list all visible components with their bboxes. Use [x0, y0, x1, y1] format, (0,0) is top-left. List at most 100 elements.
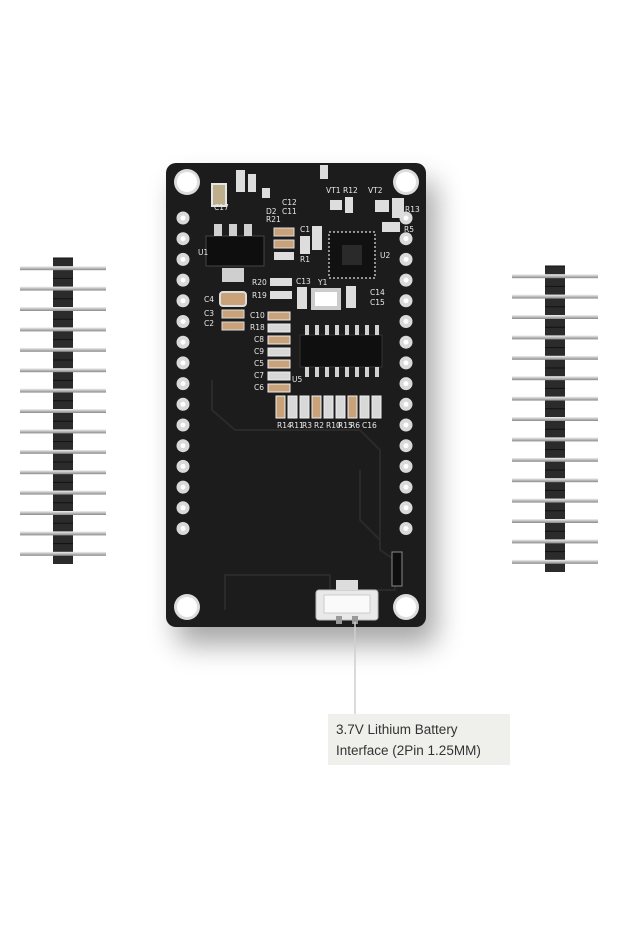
- smd-resistor: [371, 395, 382, 419]
- silkscreen-label: C2: [204, 319, 214, 328]
- smd-resistor: [299, 395, 310, 419]
- right-pad-column: [399, 211, 413, 535]
- silkscreen-label: C14: [370, 288, 385, 297]
- silkscreen-label: R19: [252, 291, 267, 300]
- header-pin: [20, 551, 106, 556]
- smd-resistor: [311, 395, 322, 419]
- silkscreen-label: R11: [289, 421, 304, 430]
- header-pin: [512, 355, 598, 360]
- silkscreen-label: R6: [350, 421, 360, 430]
- header-pin: [20, 409, 106, 413]
- battery-interface-callout: 3.7V Lithium Battery Interface (2Pin 1.2…: [328, 714, 510, 765]
- silkscreen-label: C11: [282, 207, 297, 216]
- usb-serial-chip: [299, 325, 383, 377]
- header-pin: [20, 470, 106, 475]
- silkscreen-label: R14: [277, 421, 292, 430]
- silkscreen-label: U2: [380, 251, 390, 260]
- right-pin-header: [512, 265, 598, 572]
- header-pin: [20, 286, 106, 291]
- header-pin: [512, 559, 598, 564]
- silkscreen-label: C17: [214, 203, 229, 212]
- header-pin: [512, 335, 598, 340]
- crystal-oscillator: [311, 288, 341, 310]
- header-pin: [512, 396, 598, 401]
- header-pin: [512, 437, 598, 442]
- header-pin: [20, 429, 106, 434]
- header-pin: [20, 511, 106, 515]
- silkscreen-label: R21: [266, 215, 281, 224]
- silkscreen-label: U5: [292, 375, 302, 384]
- smd-resistor: [275, 395, 286, 419]
- header-pin: [512, 478, 598, 483]
- silkscreen-label: R20: [252, 278, 267, 287]
- silkscreen-label: C10: [250, 311, 265, 320]
- header-pin: [512, 539, 598, 544]
- header-pin: [512, 376, 598, 381]
- silkscreen-label: C15: [370, 298, 385, 307]
- smd-capacitor: [267, 323, 291, 333]
- voltage-regulator: [205, 224, 265, 282]
- silkscreen-label: R10: [326, 421, 341, 430]
- battery-connector: [315, 580, 379, 624]
- silkscreen-label: R3: [302, 421, 312, 430]
- resistor-row: [275, 395, 382, 419]
- header-pin: [20, 490, 106, 495]
- silkscreen-label: Y1: [317, 278, 328, 287]
- silkscreen-label: R12: [343, 186, 358, 195]
- smd-resistor: [347, 395, 358, 419]
- header-pin: [512, 274, 598, 279]
- header-pin: [20, 449, 106, 454]
- mounting-hole: [174, 594, 200, 620]
- silkscreen-label: C8: [254, 335, 264, 344]
- silkscreen-label: R1: [300, 255, 310, 264]
- silkscreen-text: C17 VT1 R12 VT2 R13 R5 C12 C11 R21 D2 C1…: [198, 186, 420, 430]
- mounting-hole: [393, 169, 419, 195]
- smd-resistor: [323, 395, 334, 419]
- smd-resistor: [287, 395, 298, 419]
- callout-line-2: Interface (2Pin 1.25MM): [336, 743, 481, 758]
- smd-capacitor: [267, 311, 291, 321]
- header-pin: [512, 417, 598, 421]
- header-pin: [20, 368, 106, 373]
- header-pin: [512, 519, 598, 523]
- silkscreen-label: C13: [296, 277, 311, 286]
- silkscreen-label: C9: [254, 347, 264, 356]
- header-pin: [20, 347, 106, 352]
- silkscreen-label: U1: [198, 248, 208, 257]
- silkscreen-label: C16: [362, 421, 377, 430]
- smd-capacitor: [267, 383, 291, 393]
- smd-resistor: [335, 395, 346, 419]
- capacitor-stack: [267, 311, 291, 393]
- mounting-hole: [393, 594, 419, 620]
- callout-line-1: 3.7V Lithium Battery: [336, 722, 458, 737]
- silkscreen-label: R13: [405, 205, 420, 214]
- silkscreen-label: C12: [282, 198, 297, 207]
- mounting-hole: [174, 169, 200, 195]
- left-pad-column: [176, 211, 190, 535]
- header-pin: [20, 327, 106, 332]
- header-pin: [20, 266, 106, 271]
- silkscreen-label: C4: [204, 295, 214, 304]
- header-pin: [512, 457, 598, 462]
- silkscreen-label: C7: [254, 371, 264, 380]
- header-pin: [512, 294, 598, 299]
- microcontroller-chip: [328, 231, 376, 279]
- smd-capacitor: [267, 347, 291, 357]
- header-pin: [20, 388, 106, 393]
- silkscreen-label: VT2: [368, 186, 383, 195]
- smd-capacitor: [267, 371, 291, 381]
- silkscreen-label: R2: [314, 421, 324, 430]
- silkscreen-label: C3: [204, 309, 214, 318]
- smd-resistor: [359, 395, 370, 419]
- smd-components: [211, 165, 404, 587]
- header-pin: [20, 531, 106, 536]
- silkscreen-label: VT1: [326, 186, 341, 195]
- pcb-details: C17 VT1 R12 VT2 R13 R5 C12 C11 R21 D2 C1…: [174, 165, 420, 624]
- silkscreen-label: D2: [266, 207, 277, 216]
- header-pin: [20, 307, 106, 311]
- silkscreen-label: C6: [254, 383, 264, 392]
- silkscreen-label: R18: [250, 323, 265, 332]
- silkscreen-label: R15: [338, 421, 353, 430]
- silkscreen-label: C1: [300, 225, 310, 234]
